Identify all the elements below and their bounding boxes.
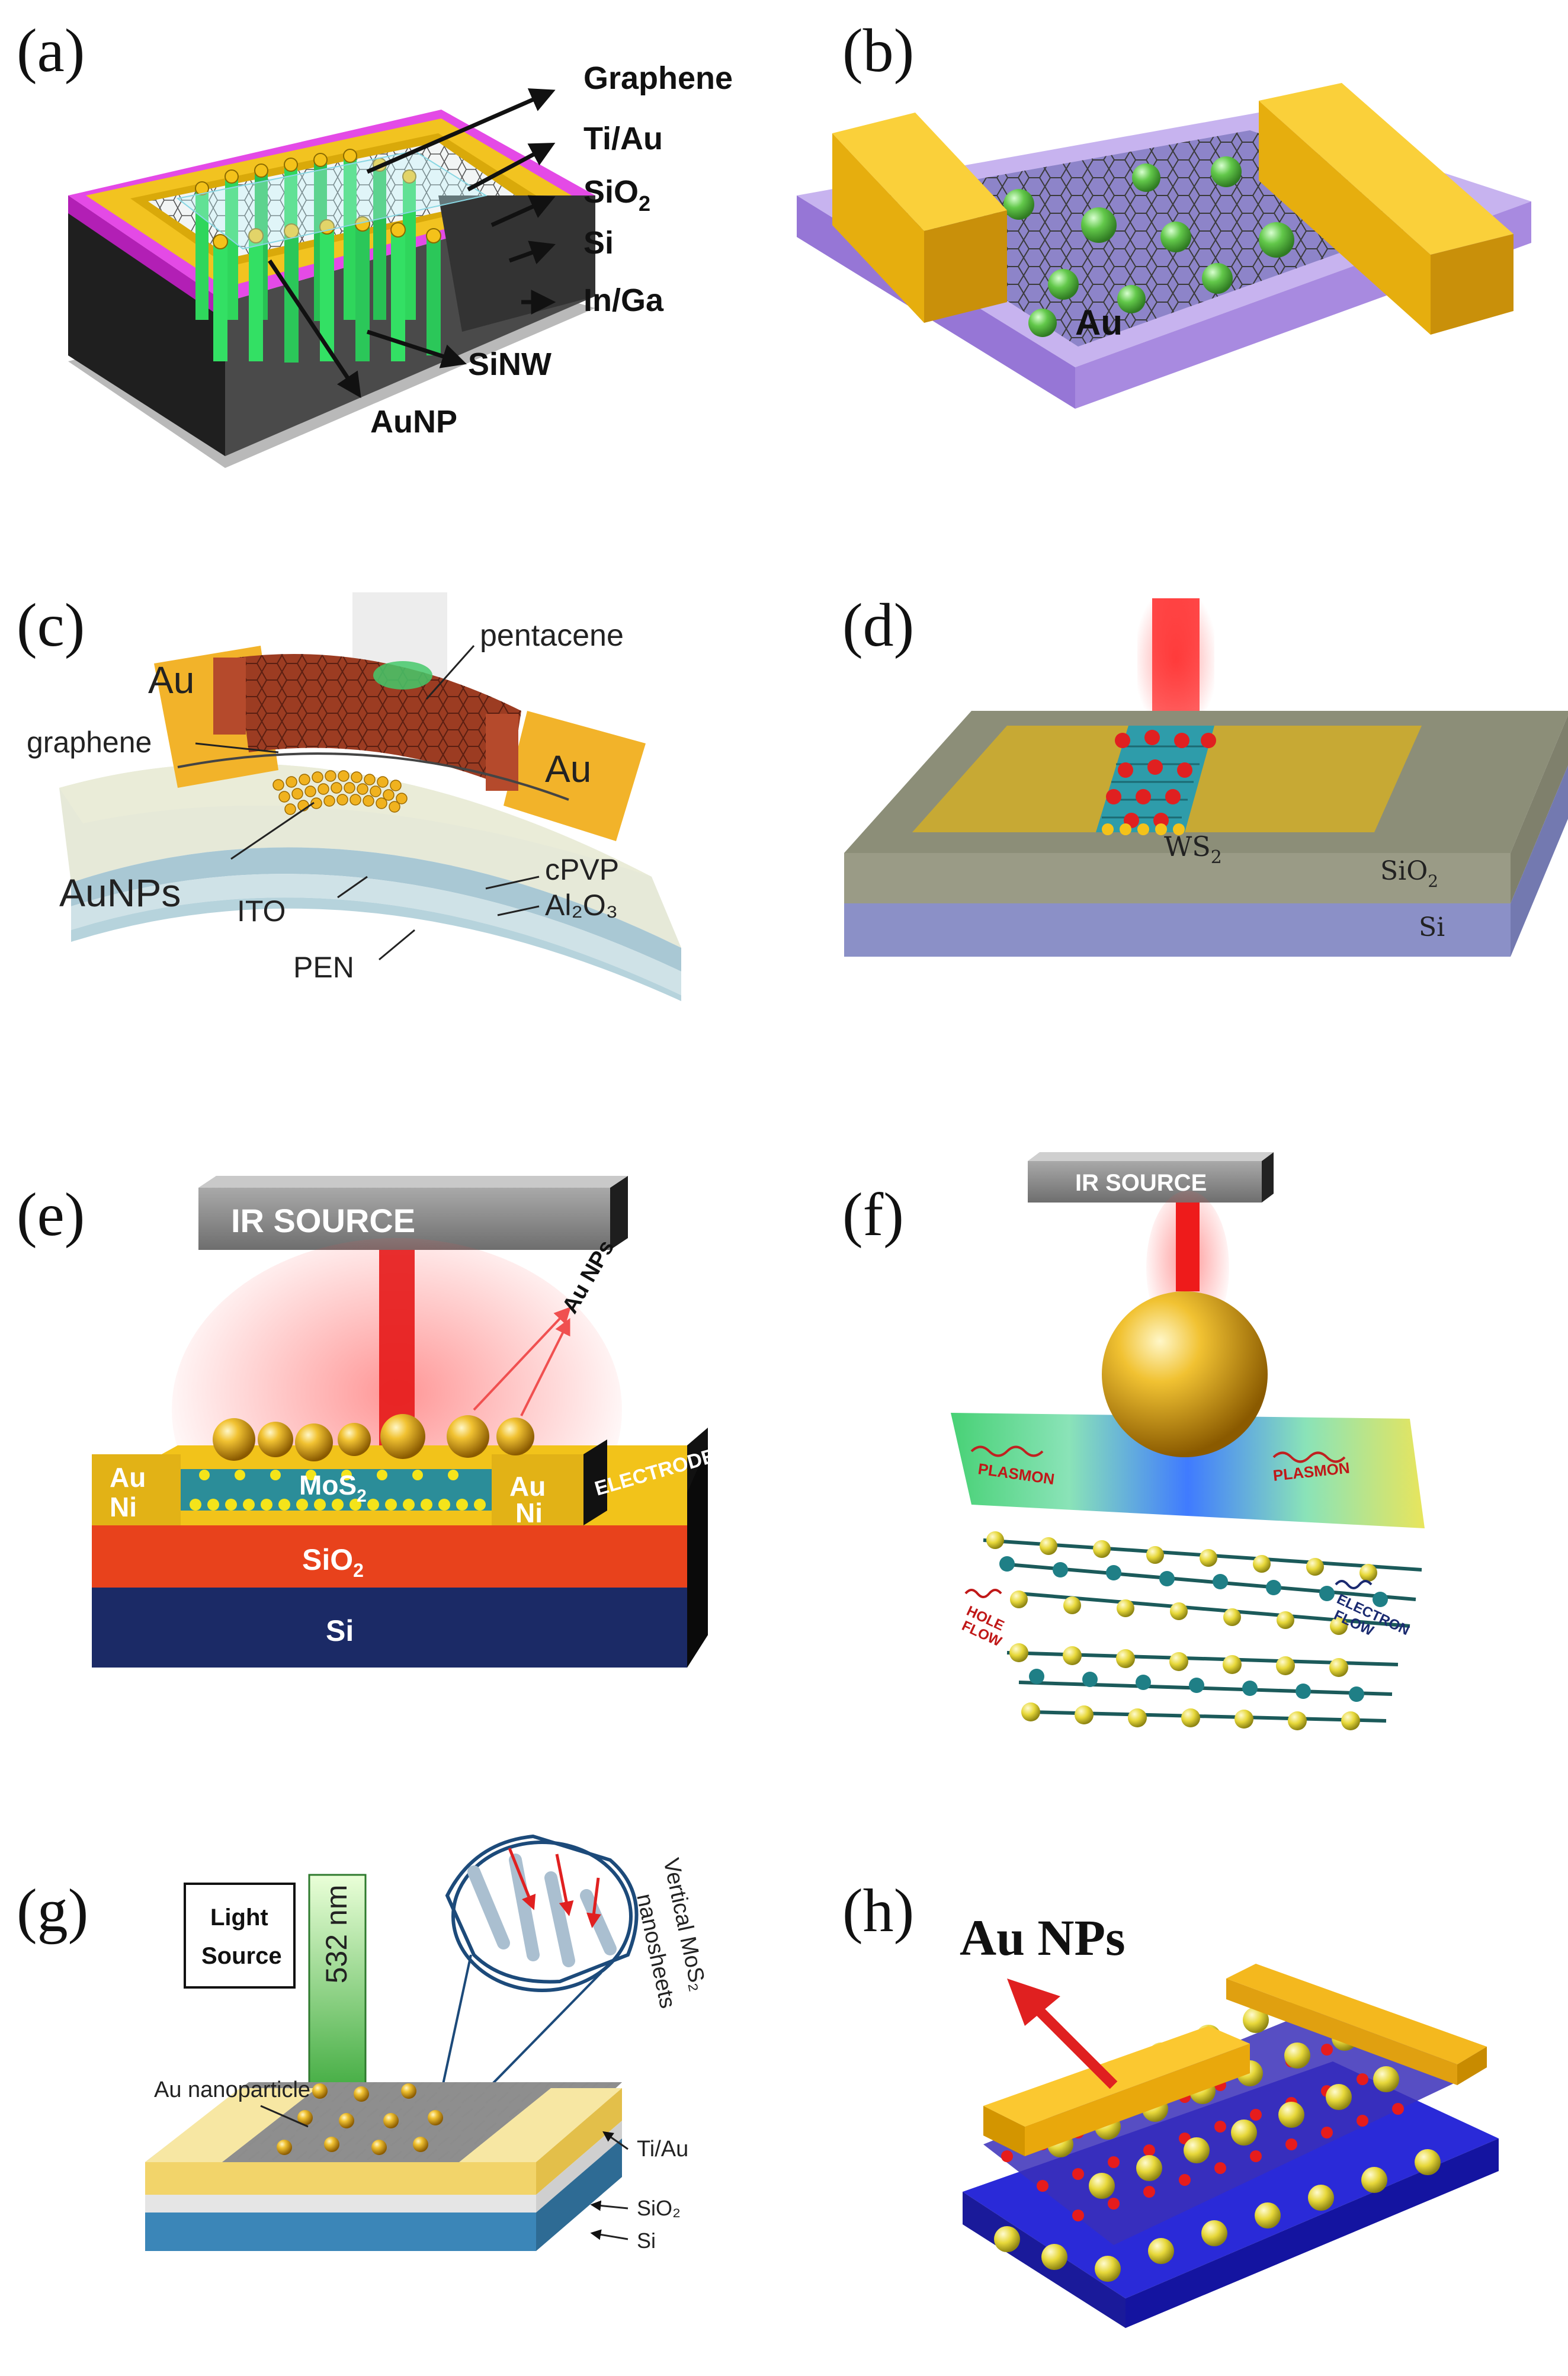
panel-h: (h) [842, 1877, 1499, 2328]
label-c-graphene: graphene [27, 726, 152, 759]
panel-a-device [68, 110, 595, 468]
au-nps-row [213, 1414, 534, 1461]
label-d-si: Si [1419, 912, 1445, 942]
panel-a: (a) [17, 17, 733, 468]
panel-d-label: (d) [842, 591, 914, 659]
panel-g-device [145, 1834, 639, 2251]
label-al2o3: Al₂O₃ [545, 889, 618, 922]
label-in-ga: In/Ga [583, 283, 664, 318]
green-arrow-shaft [308, 1874, 367, 2104]
panel-c-leaders [195, 645, 540, 961]
panel-c: (c) [17, 591, 681, 1001]
panel-a-label: (a) [17, 17, 85, 85]
f-atoms-yellow [986, 1531, 1377, 1730]
inset-rays [508, 1848, 601, 1928]
label-e-si: Si [326, 1614, 354, 1647]
g-au-particles [277, 2083, 443, 2155]
f-atoms-teal [999, 1556, 1388, 1702]
label-pen: PEN [293, 951, 354, 984]
panel-d-device [844, 598, 1568, 957]
panel-b: (b) [797, 17, 1531, 409]
label-e-ni-right: Ni [515, 1498, 543, 1528]
label-cpvp: cPVP [545, 853, 619, 886]
label-h-au-nps: Au NPs [960, 1909, 1126, 1966]
label-e-au-right: Au [509, 1471, 546, 1502]
panel-f-device [951, 1152, 1425, 1730]
label-e-mos2: MoS2 [299, 1470, 367, 1506]
label-sinw: SiNW [468, 347, 551, 382]
panel-e-label: (e) [17, 1181, 85, 1249]
label-sio2: SiO2 [583, 174, 650, 216]
label-e-au-left: Au [110, 1462, 146, 1493]
label-pentacene: pentacene [480, 618, 624, 653]
label-ito: ITO [237, 894, 286, 928]
panel-b-device [797, 83, 1531, 409]
panel-e: (e) [17, 1176, 718, 1668]
au-nps-cluster [272, 770, 408, 815]
panel-g-label: (g) [17, 1877, 88, 1945]
h-red-arrow-head [1007, 1979, 1060, 2026]
h-red-arrow-shaft [1032, 2004, 1118, 2089]
f-ir-source-block [1028, 1161, 1262, 1203]
label-b-au: Au [1075, 303, 1123, 342]
red-dopants [1106, 730, 1216, 828]
label-light: Light [210, 1904, 268, 1931]
gold-nanoparticles [195, 149, 441, 249]
label-ws2: WS2 [1164, 831, 1222, 868]
label-source: Source [201, 1943, 282, 1969]
panel-c-device [59, 592, 681, 1001]
yellow-base-atoms [1102, 823, 1185, 835]
light-source-box [184, 1883, 296, 1989]
label-g-si: Si [637, 2228, 656, 2253]
panel-d: (d) [842, 591, 1568, 957]
panel-c-label: (c) [17, 591, 85, 659]
panel-a-callouts [268, 88, 556, 398]
panel-f: (f) [842, 1152, 1425, 1730]
label-aunps: AuNPs [59, 871, 181, 915]
label-si: Si [583, 225, 614, 261]
mos2-chain [190, 1470, 486, 1511]
label-e-ni-left: Ni [110, 1492, 137, 1522]
large-gold-sphere [1102, 1291, 1268, 1457]
label-ti-au: Ti/Au [583, 121, 663, 156]
label-au-nanoparticle: Au nanoparticle [154, 2077, 310, 2102]
panel-b-label: (b) [842, 17, 914, 85]
label-c-au-left: Au [148, 659, 194, 701]
label-e-sio2: SiO2 [302, 1543, 364, 1581]
label-532nm: 532 nm [320, 1885, 353, 1984]
label-graphene: Graphene [583, 60, 733, 96]
label-c-au-right: Au [545, 748, 591, 790]
label-f-ir-source: IR SOURCE [1075, 1170, 1207, 1196]
panel-g: (g) [17, 1834, 711, 2253]
panel-h-label: (h) [842, 1877, 914, 1945]
label-d-sio2: SiO2 [1380, 856, 1438, 891]
panel-e-device [92, 1176, 708, 1668]
panel-h-device [963, 1964, 1499, 2328]
label-g-sio2: SiO₂ [637, 2196, 681, 2220]
label-g-ti-au: Ti/Au [637, 2137, 688, 2162]
label-e-ir-source: IR SOURCE [231, 1202, 415, 1239]
panel-f-label: (f) [842, 1181, 904, 1249]
label-aunp: AuNP [370, 404, 457, 440]
